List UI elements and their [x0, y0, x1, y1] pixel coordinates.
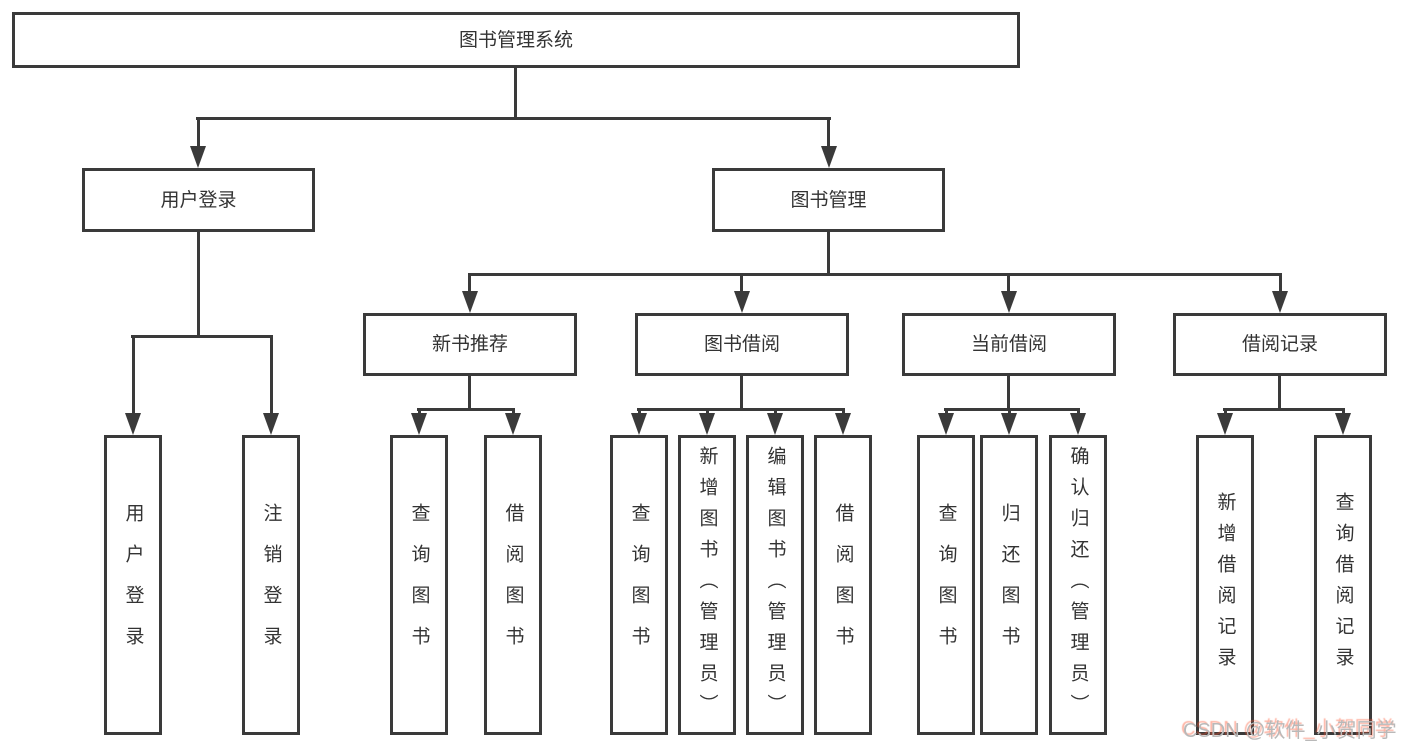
leaf-bb-add-books-admin: 新增图书（管理员）	[678, 435, 736, 735]
csdn-watermark: CSDN @软件_小贺同学	[1183, 720, 1397, 742]
arrow-down-icon	[1217, 413, 1233, 435]
connector-user-login-stem	[197, 232, 200, 335]
connector-new-book-stem	[468, 376, 471, 408]
node-book-borrowing: 图书借阅	[635, 313, 849, 376]
arrow-down-icon	[734, 291, 750, 313]
arrow-down-icon	[263, 413, 279, 435]
connector-drop-bb-add	[706, 408, 709, 415]
arrow-down-icon	[821, 146, 837, 168]
connector-drop-cb-return	[1008, 408, 1011, 415]
connector-book-mgmt-bar	[468, 273, 1282, 276]
leaf-bb-borrow-books: 借阅图书	[814, 435, 872, 735]
connector-drop-bb-borrow	[842, 408, 845, 415]
arrow-down-icon	[462, 291, 478, 313]
arrow-down-icon	[505, 413, 521, 435]
connector-current-stem	[1007, 376, 1010, 408]
arrow-down-icon	[938, 413, 954, 435]
node-new-book-recommendation: 新书推荐	[363, 313, 577, 376]
connector-drop-bb-edit	[774, 408, 777, 415]
arrow-down-icon	[1070, 413, 1086, 435]
arrow-down-icon	[1272, 291, 1288, 313]
arrow-down-icon	[835, 413, 851, 435]
leaf-br-add-record: 新增借阅记录	[1196, 435, 1254, 735]
arrow-down-icon	[699, 413, 715, 435]
node-current-borrowing: 当前借阅	[902, 313, 1116, 376]
connector-drop-leaf-login	[132, 335, 135, 414]
connector-drop-br-query	[1342, 408, 1345, 415]
connector-current-bar	[944, 408, 1080, 411]
connector-drop-br-add	[1224, 408, 1227, 415]
connector-records-bar	[1223, 408, 1345, 411]
leaf-bb-edit-books-admin: 编辑图书（管理员）	[746, 435, 804, 735]
connector-drop-book-mgmt	[827, 117, 830, 147]
connector-root-bar	[196, 117, 831, 120]
arrow-down-icon	[1001, 413, 1017, 435]
connector-borrow-stem	[740, 376, 743, 408]
arrow-down-icon	[631, 413, 647, 435]
arrow-down-icon	[1335, 413, 1351, 435]
arrow-down-icon	[190, 146, 206, 168]
connector-drop-leaf-logout	[270, 335, 273, 414]
leaf-bb-query-books: 查询图书	[610, 435, 668, 735]
connector-records-stem	[1278, 376, 1281, 408]
node-borrowing-records: 借阅记录	[1173, 313, 1387, 376]
arrow-down-icon	[125, 413, 141, 435]
leaf-logout: 注销登录	[242, 435, 300, 735]
connector-drop-user-login	[197, 117, 200, 147]
leaf-cb-query-books: 查询图书	[917, 435, 975, 735]
connector-user-login-bar	[131, 335, 273, 338]
connector-drop-bb-query	[638, 408, 641, 415]
node-root: 图书管理系统	[12, 12, 1020, 68]
connector-new-book-bar	[417, 408, 515, 411]
connector-borrow-bar	[637, 408, 845, 411]
node-user-login: 用户登录	[82, 168, 315, 232]
arrow-down-icon	[1001, 291, 1017, 313]
connector-drop-cb-confirm	[1077, 408, 1080, 415]
connector-drop-new-book	[468, 273, 471, 292]
connector-book-mgmt-stem	[827, 232, 830, 273]
arrow-down-icon	[411, 413, 427, 435]
node-book-management: 图书管理	[712, 168, 945, 232]
leaf-br-query-record: 查询借阅记录	[1314, 435, 1372, 735]
connector-drop-nb-borrow	[512, 408, 515, 415]
leaf-cb-confirm-return-admin: 确认归还（管理员）	[1049, 435, 1107, 735]
leaf-cb-return-books: 归还图书	[980, 435, 1038, 735]
connector-drop-borrow	[740, 273, 743, 292]
connector-drop-current	[1007, 273, 1010, 292]
arrow-down-icon	[767, 413, 783, 435]
leaf-nb-query-books: 查询图书	[390, 435, 448, 735]
leaf-user-login: 用户登录	[104, 435, 162, 735]
connector-drop-records	[1279, 273, 1282, 292]
leaf-nb-borrow-books: 借阅图书	[484, 435, 542, 735]
connector-root-stem	[514, 68, 517, 117]
connector-drop-cb-query	[945, 408, 948, 415]
connector-drop-nb-query	[418, 408, 421, 415]
